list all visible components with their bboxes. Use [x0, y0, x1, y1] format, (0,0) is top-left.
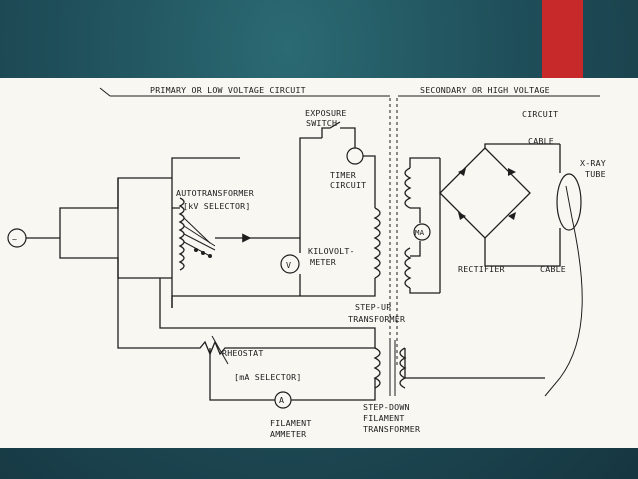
- transformer-label: TRANSFORMER: [363, 424, 420, 434]
- autotransformer-feed: [171, 178, 180, 308]
- switch-label: SWITCH: [306, 118, 337, 128]
- xray-label: X-RAY: [580, 158, 606, 168]
- step-up-primary-coil: [373, 207, 381, 279]
- primary-heading-group: PRIMARY OR LOW VOLTAGE CIRCUIT: [99, 85, 390, 97]
- step-down-transformer: [373, 340, 407, 396]
- rectifier-bridge: [439, 143, 560, 293]
- secondary-heading: SECONDARY OR HIGH VOLTAGE: [420, 85, 550, 95]
- voltmeter-symbol: V: [286, 260, 291, 270]
- kv-selector-label: [kV SELECTOR]: [183, 201, 251, 211]
- autotransformer-label: AUTOTRANSFORMER: [176, 188, 254, 198]
- filament-ammeter: A: [274, 378, 376, 409]
- exposure-label: EXPOSURE: [305, 108, 347, 118]
- rheostat: [117, 278, 375, 401]
- primary-return: [300, 278, 376, 297]
- milliammeter: MA: [410, 207, 431, 257]
- secondary-heading-line2: CIRCUIT: [522, 109, 558, 119]
- primary-bus: [171, 157, 300, 308]
- accent-bar: [542, 0, 583, 78]
- ma-symbol: MA: [415, 228, 425, 237]
- tube-label: TUBE: [585, 169, 606, 179]
- kilovoltmeter: V: [280, 238, 301, 296]
- ac-source: ~: [7, 228, 27, 248]
- xray-tube: [544, 144, 583, 397]
- timer-circuit: [346, 127, 376, 208]
- cable-bottom-label: CABLE: [540, 264, 566, 274]
- filament-secondary-lead: [404, 348, 545, 379]
- filament-label: FILAMENT: [270, 418, 312, 428]
- autotransformer-coil: [178, 197, 252, 271]
- step-up-secondary-coil: [404, 157, 440, 294]
- exposure-switch: [321, 121, 350, 138]
- circuit-diagram: PRIMARY OR LOW VOLTAGE CIRCUIT SECONDARY…: [0, 78, 638, 448]
- cable-top-label: CABLE: [528, 136, 554, 146]
- ammeter-label: AMMETER: [270, 429, 306, 439]
- kilovoltmeter-label: KILOVOLT-: [308, 246, 355, 256]
- timer-label: TIMER: [330, 170, 356, 180]
- ammeter-symbol: A: [279, 395, 284, 405]
- circuit-label: CIRCUIT: [330, 180, 366, 190]
- rheostat-label: RHEOSTAT: [222, 348, 264, 358]
- step-up-transformer-label: TRANSFORMER: [348, 314, 405, 324]
- ma-selector-label: [mA SELECTOR]: [234, 372, 302, 382]
- primary-heading: PRIMARY OR LOW VOLTAGE CIRCUIT: [150, 85, 306, 95]
- step-up-label: STEP-UP: [355, 302, 391, 312]
- secondary-heading-group: SECONDARY OR HIGH VOLTAGE CIRCUIT: [398, 85, 600, 119]
- mains-lead: [26, 177, 172, 279]
- rectifier-label: RECTIFIER: [458, 264, 505, 274]
- kv-lead: [250, 137, 322, 239]
- step-down-label: STEP-DOWN: [363, 402, 410, 412]
- ac-source-symbol: ~: [12, 234, 17, 244]
- filament-transformer-label: FILAMENT: [363, 413, 405, 423]
- meter-label: METER: [310, 257, 336, 267]
- filament-feed: [159, 278, 376, 348]
